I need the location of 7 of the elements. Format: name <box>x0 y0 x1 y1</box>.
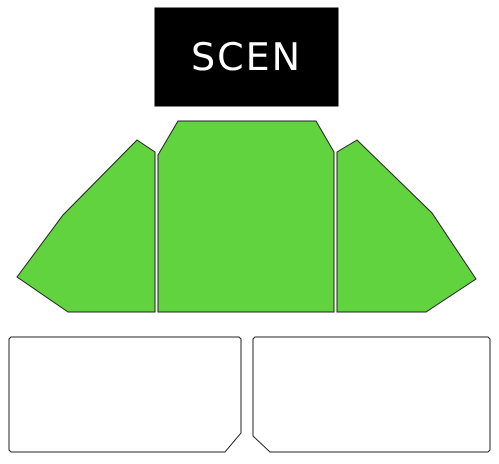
seating-section <box>8 336 242 452</box>
seating-section <box>252 336 490 452</box>
stage-block <box>154 8 338 106</box>
seating-section <box>336 139 477 312</box>
seating-section <box>158 120 334 312</box>
seating-section <box>16 139 156 312</box>
stage-label: SCEN <box>190 35 302 79</box>
